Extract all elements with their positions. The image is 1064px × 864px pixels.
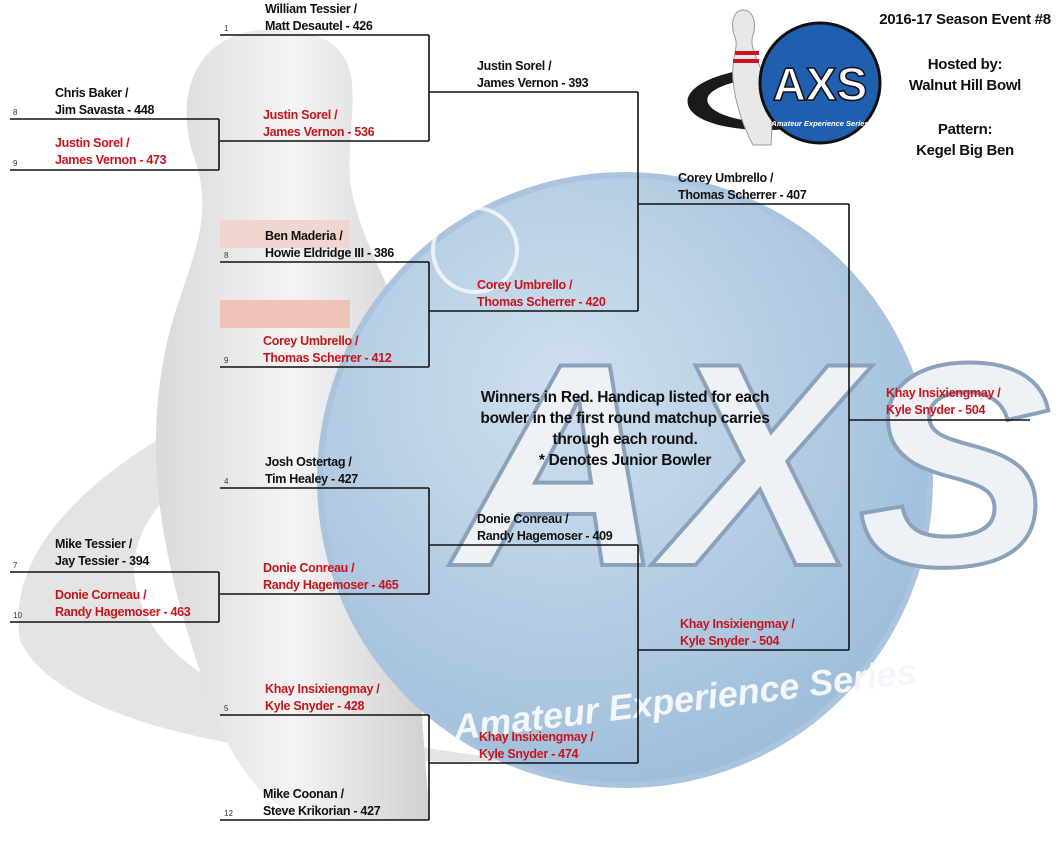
team-entry: Justin Sorel /James Vernon - 536 [263, 108, 375, 139]
season-title: 2016-17 Season Event #8 [879, 11, 1051, 28]
seed-number: 1 [224, 24, 229, 33]
bowling-ball-shape [317, 172, 933, 788]
seed-number: 4 [224, 477, 229, 486]
seed-number: 10 [13, 611, 22, 620]
team-entry: Khay Insixiengmay /Kyle Snyder - 428 [265, 682, 380, 713]
team-entry: Khay Insixiengmay /Kyle Snyder - 474 [479, 730, 594, 761]
team-entry: Mike Coonan /Steve Krikorian - 427 [263, 787, 381, 818]
team-entry: Donie Conreau /Randy Hagemoser - 409 [477, 512, 613, 543]
seed-number: 8 [224, 251, 229, 260]
bracket-note: Winners in Red. Handicap listed for each… [455, 387, 795, 471]
team-entry: Justin Sorel /James Vernon - 393 [477, 59, 589, 90]
seed-number: 5 [224, 704, 229, 713]
team-entry: Justin Sorel /James Vernon - 473 [55, 136, 167, 167]
logo-ball [758, 21, 882, 145]
axs-logo: AXS Amateur Experience Series [687, 9, 882, 146]
host-name: Walnut Hill Bowl [908, 77, 1022, 94]
team-entry: Ben Maderia /Howie Eldridge III - 386 [265, 229, 394, 260]
pin-stripe [220, 220, 350, 248]
team-entry: Corey Umbrello /Thomas Scherrer - 412 [263, 334, 392, 365]
seed-number: 8 [13, 108, 18, 117]
logo-letters: AXS [773, 58, 868, 110]
team-entry: William Tessier /Matt Desautel - 426 [265, 2, 373, 33]
team-entry: Chris Baker /Jim Savasta - 448 [55, 86, 155, 117]
seed-number: 12 [224, 809, 233, 818]
team-entry: Mike Tessier /Jay Tessier - 394 [55, 537, 150, 568]
logo-pin [732, 9, 773, 146]
seed-number: 9 [224, 356, 229, 365]
champion-entry: Khay Insixiengmay /Kyle Snyder - 504 [886, 386, 1001, 417]
swoosh-shape [18, 360, 520, 762]
note-line: bowler in the first round matchup carrie… [480, 410, 770, 427]
note-line: Winners in Red. Handicap listed for each [480, 389, 770, 406]
watermark-letters: AXS [446, 303, 1053, 627]
pattern-label: Pattern: [937, 121, 993, 138]
seed-number: 7 [13, 561, 18, 570]
team-entry: Josh Ostertag /Tim Healey - 427 [265, 455, 358, 486]
note-line: through each round. [552, 431, 698, 448]
logo-tagline: Amateur Experience Series [770, 119, 868, 128]
hosted-label: Hosted by: [927, 56, 1003, 73]
pin-stripe [220, 300, 350, 328]
seed-number: 9 [13, 159, 18, 168]
note-line: * Denotes Junior Bowler [538, 452, 712, 469]
logo-swoosh [687, 67, 823, 131]
team-entry: Khay Insixiengmay /Kyle Snyder - 504 [680, 617, 795, 648]
team-entry: Corey Umbrello /Thomas Scherrer - 420 [477, 278, 606, 309]
team-entry: Donie Conreau /Randy Hagemoser - 465 [263, 561, 399, 592]
pattern-name: Kegel Big Ben [916, 142, 1014, 159]
team-entry: Corey Umbrello /Thomas Scherrer - 407 [678, 171, 807, 202]
team-entry: Donie Corneau /Randy Hagemoser - 463 [55, 588, 191, 619]
